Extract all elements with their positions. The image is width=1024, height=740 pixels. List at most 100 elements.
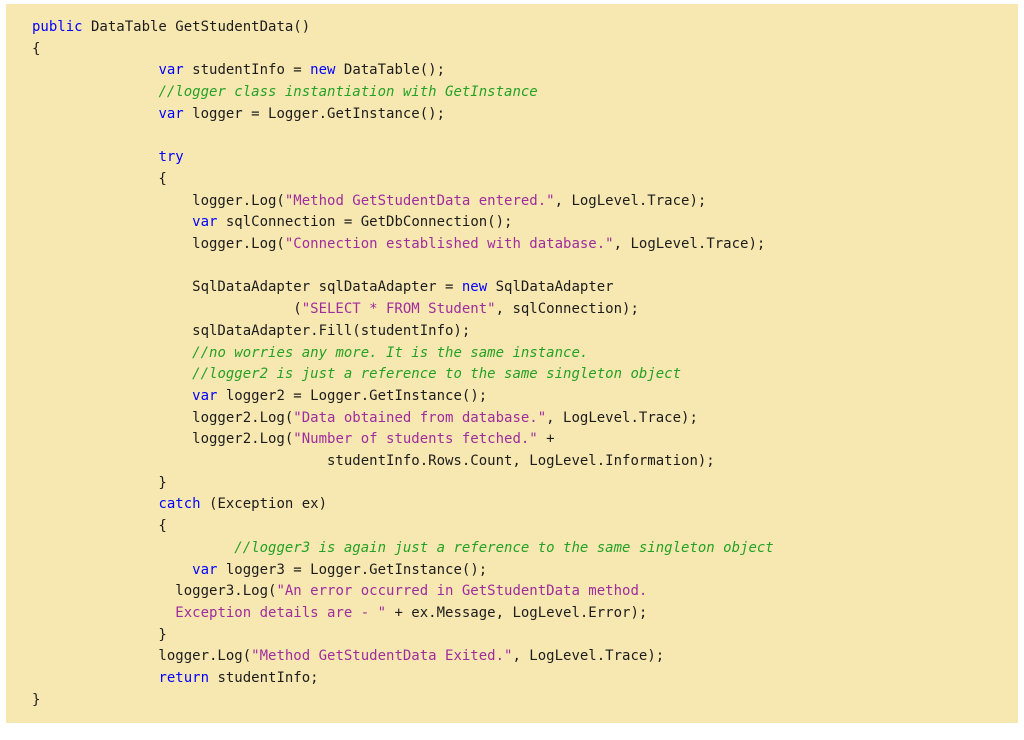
code-token-keyword: catch [158,496,201,513]
code-token-plain: logger2 = Logger.GetInstance(); [217,387,488,404]
code-token-plain [32,106,158,122]
code-line: } [32,473,1010,495]
code-line: var logger2 = Logger.GetInstance(); [32,386,1010,408]
code-token-plain: studentInfo.Rows.Count, LogLevel.Informa… [32,453,715,470]
code-line: studentInfo.Rows.Count, LogLevel.Informa… [32,451,1010,473]
code-line: //logger2 is just a reference to the sam… [32,364,1010,386]
code-line [32,126,1010,148]
code-token-plain [32,366,192,382]
code-token-plain: logger3.Log( [32,583,277,600]
code-line: logger3.Log("An error occurred in GetStu… [32,581,1010,603]
code-line: var logger = Logger.GetInstance(); [32,104,1010,126]
code-line: sqlDataAdapter.Fill(studentInfo); [32,321,1010,343]
code-token-plain: (Exception ex) [200,496,328,513]
code-token-plain: studentInfo = [183,62,311,79]
code-line: } [32,690,1010,712]
code-line: } [32,625,1010,647]
code-token-plain [32,84,158,100]
code-token-string: "Connection established with database." [284,236,614,253]
code-token-plain [32,149,158,165]
code-token-plain: , sqlConnection); [495,301,639,318]
code-token-plain: logger.Log( [32,236,285,253]
code-token-keyword: var [158,62,184,79]
code-line: { [32,516,1010,538]
code-line: Exception details are - " + ex.Message, … [32,603,1010,625]
code-line: //logger class instantiation with GetIns… [32,82,1010,104]
code-token-plain [32,540,234,556]
code-token-plain: + [537,431,555,448]
code-line: try [32,147,1010,169]
code-token-comment: //logger2 is just a reference to the sam… [192,366,682,383]
code-token-plain: logger3 = Logger.GetInstance(); [217,561,488,578]
code-token-plain: SqlDataAdapter sqlDataAdapter = [32,279,462,296]
code-token-plain [32,562,192,578]
code-token-keyword: var [192,561,218,578]
code-line: catch (Exception ex) [32,494,1010,516]
code-token-string: "SELECT * FROM Student" [301,301,496,318]
code-token-plain [32,214,192,230]
code-line: var studentInfo = new DataTable(); [32,60,1010,82]
code-line: var sqlConnection = GetDbConnection(); [32,212,1010,234]
code-token-keyword: var [192,214,218,231]
code-line [32,256,1010,278]
code-token-plain: studentInfo; [209,670,319,687]
code-token-plain: { [32,40,41,57]
code-line: //logger3 is again just a reference to t… [32,538,1010,560]
code-token-string: Exception details are - " [175,604,387,621]
code-token-string: "Method GetStudentData Exited." [251,648,513,665]
code-line: //no worries any more. It is the same in… [32,343,1010,365]
code-token-keyword: try [158,149,184,166]
code-line: logger2.Log("Number of students fetched.… [32,429,1010,451]
code-line: ("SELECT * FROM Student", sqlConnection)… [32,299,1010,321]
code-block: public DataTable GetStudentData() { var s… [6,4,1018,723]
code-token-plain [32,62,158,78]
code-token-plain [32,345,192,361]
code-token-string: "An error occurred in GetStudentData met… [276,583,648,600]
code-token-plain: sqlDataAdapter.Fill(studentInfo); [32,322,471,339]
code-token-plain: { [32,170,167,187]
code-token-plain [32,496,158,512]
code-token-plain [32,388,192,404]
code-token-plain [32,605,175,621]
code-token-plain: DataTable GetStudentData() [82,19,311,35]
code-token-string: "Number of students fetched." [293,431,538,448]
code-line: var logger3 = Logger.GetInstance(); [32,560,1010,582]
code-token-plain: logger2.Log( [32,409,294,426]
code-token-keyword: var [192,387,218,404]
code-token-comment: //no worries any more. It is the same in… [192,344,589,361]
code-token-comment: //logger3 is again just a reference to t… [234,539,774,556]
code-token-string: "Data obtained from database." [293,409,547,426]
code-token-plain: SqlDataAdapter [487,279,614,296]
code-line: SqlDataAdapter sqlDataAdapter = new SqlD… [32,277,1010,299]
code-line: logger.Log("Method GetStudentData Exited… [32,646,1010,668]
code-token-plain: logger2.Log( [32,431,294,448]
code-token-comment: //logger class instantiation with GetIns… [158,84,538,101]
code-token-plain: ( [32,301,302,318]
code-token-plain: + ex.Message, LogLevel.Error); [386,604,648,621]
code-token-string: "Method GetStudentData entered." [284,192,555,209]
code-token-plain [32,670,158,686]
code-panel: public DataTable GetStudentData() { var s… [6,4,1018,724]
code-token-plain: sqlConnection = GetDbConnection(); [217,214,513,231]
code-line: logger.Log("Connection established with … [32,234,1010,256]
code-token-plain: , LogLevel.Trace); [512,648,665,665]
code-line: { [32,39,1010,61]
code-token-keyword: public [32,19,83,35]
code-token-plain: , LogLevel.Trace); [554,192,707,209]
code-token-plain: } [32,626,167,643]
code-token-plain: , LogLevel.Trace); [546,409,698,426]
code-token-keyword: var [158,105,184,122]
code-token-plain: , LogLevel.Trace); [613,236,766,253]
code-token-plain: DataTable(); [335,62,446,79]
code-token-plain: { [32,518,167,535]
code-line: { [32,169,1010,191]
code-line: return studentInfo; [32,668,1010,690]
code-token-keyword: return [158,670,210,687]
code-line: logger2.Log("Data obtained from database… [32,408,1010,430]
code-token-keyword: new [310,62,336,79]
code-token-plain: logger.Log( [32,192,285,209]
code-token-plain: } [32,474,167,491]
code-token-plain: logger = Logger.GetInstance(); [183,105,446,122]
code-token-keyword: new [461,279,488,296]
code-line: logger.Log("Method GetStudentData entere… [32,191,1010,213]
